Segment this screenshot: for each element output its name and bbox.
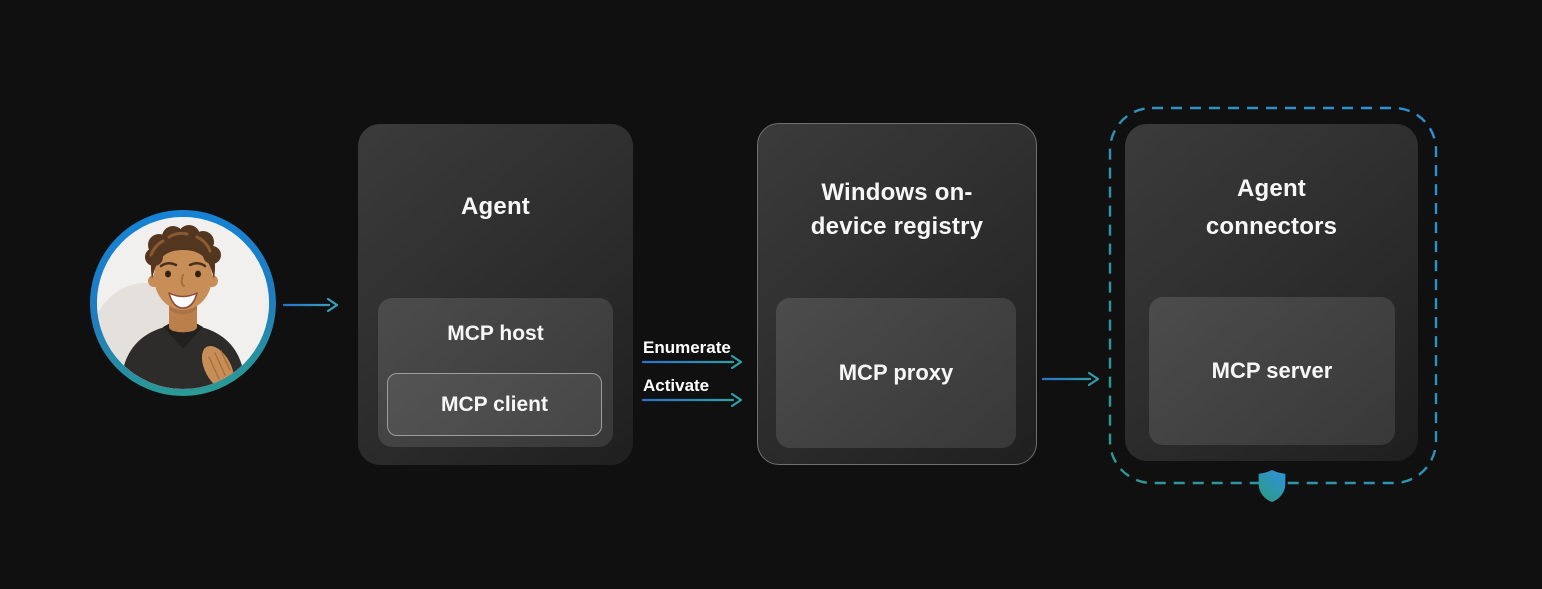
agent-title: Agent — [358, 190, 633, 224]
agent-connectors-node: Agent connectors MCP server — [1125, 124, 1418, 461]
mcp-proxy-node: MCP proxy — [776, 298, 1016, 448]
activate-label: Activate — [643, 376, 710, 395]
mcp-client-node: MCP client — [387, 373, 602, 436]
user-photo — [97, 217, 269, 389]
registry-title-text: Windows on-device registry — [810, 179, 984, 240]
person-illustration — [97, 217, 269, 389]
registry-title: Windows on-device registry — [758, 176, 1036, 244]
arrow-enumerate — [642, 354, 743, 370]
mcp-host-node: MCP host MCP client — [378, 298, 613, 447]
mcp-client-label: MCP client — [441, 392, 548, 416]
mcp-server-label: MCP server — [1211, 358, 1333, 383]
arrow-user-to-agent — [283, 297, 339, 313]
agent-title-text: Agent — [461, 193, 530, 220]
mcp-host-label: MCP host — [447, 322, 544, 345]
arrow-activate — [642, 392, 743, 408]
registry-node: Windows on-device registry MCP proxy — [757, 123, 1037, 465]
shield-icon — [1258, 469, 1286, 503]
agent-connectors-title: Agent connectors — [1125, 170, 1418, 246]
arrow-registry-to-connectors — [1042, 371, 1100, 387]
enumerate-label: Enumerate — [643, 338, 731, 357]
mcp-server-node: MCP server — [1149, 297, 1395, 445]
mcp-proxy-label: MCP proxy — [838, 360, 954, 385]
agent-connectors-title-text: Agent connectors — [1205, 175, 1338, 240]
agent-node: Agent MCP host MCP client — [358, 124, 633, 465]
user-avatar — [90, 210, 276, 396]
